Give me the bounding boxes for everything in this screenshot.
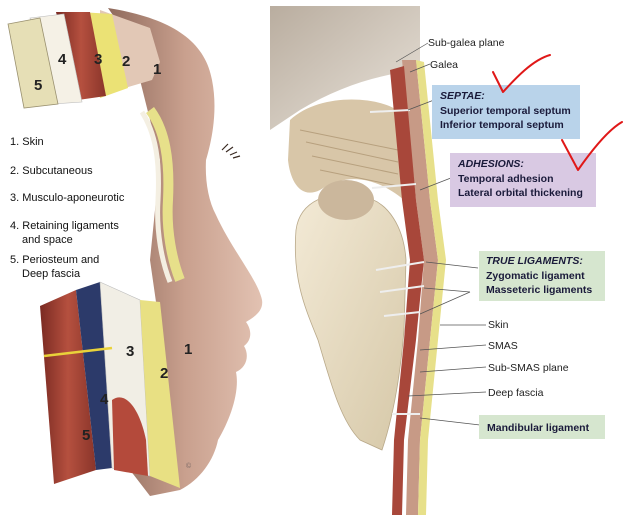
lower-layer-numbers: 1 2 3 4 5 (82, 341, 192, 444)
label-skin: Skin (488, 319, 509, 331)
septae-box-bg (432, 85, 580, 139)
true-ligaments-line-2: Masseteric ligaments (486, 284, 592, 296)
adhesions-line-2: Lateral orbital thickening (458, 187, 583, 199)
upper-layer-numbers: 1 2 3 4 5 (34, 51, 161, 94)
mandibular-box-bg (479, 415, 605, 439)
legend-num: 3. (10, 192, 20, 204)
mandibular-box: Mandibular ligament (479, 415, 605, 439)
upper-num-2: 2 (122, 53, 130, 70)
legend-item-skin: 1. Skin (10, 136, 44, 149)
left-face-illustration: © (7, 8, 263, 496)
legend-text: Periosteum and (22, 254, 100, 266)
lower-num-5: 5 (82, 427, 90, 444)
legend-text: Retaining ligaments (22, 220, 119, 232)
legend-item-musculo-aponeurotic: 3. Musculo-aponeurotic (10, 192, 124, 205)
true-ligaments-heading: TRUE LIGAMENTS: (486, 255, 583, 267)
eye-region (318, 180, 374, 220)
leader-lines (395, 42, 487, 426)
periorbital-layers (145, 107, 185, 282)
mandibular-line-1: Mandibular ligament (487, 422, 590, 434)
label-deep-fascia: Deep fascia (488, 387, 544, 399)
legend-text: and space (22, 234, 73, 246)
upper-num-4: 4 (58, 51, 67, 68)
legend-item-retaining-ligaments-cont: and space (22, 234, 73, 247)
ligament-fibers (369, 109, 425, 415)
adhesions-line-1: Temporal adhesion (458, 173, 554, 185)
septae-line-1: Superior temporal septum (440, 105, 571, 117)
skin-strip (402, 60, 438, 515)
legend-item-periosteum: 5. Periosteum and (10, 254, 99, 267)
smas-strip (390, 66, 424, 515)
adhesions-heading: ADHESIONS: (457, 158, 524, 170)
lower-num-3: 3 (126, 343, 134, 360)
septae-heading: SEPTAE: (440, 90, 485, 102)
legend-item-retaining-ligaments: 4. Retaining ligaments (10, 220, 119, 233)
label-galea: Galea (430, 59, 458, 71)
true-ligaments-box-bg (479, 251, 605, 301)
legend-text: Subcutaneous (22, 165, 93, 177)
lower-num-1: 1 (184, 341, 192, 358)
legend-num: 2. (10, 165, 20, 177)
forehead-layers (7, 10, 160, 109)
legend-num: 4. (10, 220, 20, 232)
upper-num-5: 5 (34, 77, 42, 94)
label-sub-smas-plane: Sub-SMAS plane (488, 362, 569, 374)
artist-mark: © (186, 462, 192, 470)
right-face-illustration (270, 6, 446, 515)
adhesions-box-bg (450, 153, 596, 207)
fat-strip (416, 60, 446, 515)
temporal-fan (288, 99, 404, 200)
upper-num-1: 1 (153, 61, 161, 78)
skull-bone (294, 193, 407, 451)
lower-face-layers (40, 281, 180, 488)
probe-line (43, 346, 113, 358)
hair (270, 6, 420, 130)
legend-num: 5. (10, 254, 20, 266)
septae-box: SEPTAE: Superior temporal septum Inferio… (432, 85, 580, 139)
legend-item-periosteum-cont: Deep fascia (22, 268, 80, 281)
check-mark-icon (561, 121, 623, 171)
legend-item-subcutaneous: 2. Subcutaneous (10, 165, 93, 178)
label-smas: SMAS (488, 340, 518, 352)
true-ligaments-line-1: Zygomatic ligament (486, 270, 585, 282)
legend-text: Musculo-aponeurotic (22, 192, 125, 204)
label-sub-galea-plane: Sub-galea plane (428, 37, 505, 49)
check-mark-icon (492, 54, 551, 93)
lower-num-2: 2 (160, 365, 168, 382)
septae-line-2: Inferior temporal septum (440, 119, 564, 131)
face-skin (108, 8, 263, 496)
legend-text: Deep fascia (22, 268, 81, 280)
true-ligaments-box: TRUE LIGAMENTS: Zygomatic ligament Masse… (479, 251, 605, 301)
eyelash (221, 143, 241, 159)
adhesions-box: ADHESIONS: Temporal adhesion Lateral orb… (450, 153, 596, 207)
right-labels: Sub-galea plane Galea Skin SMAS Sub-SMAS… (428, 37, 569, 399)
legend-text: Skin (22, 136, 44, 148)
legend-num: 1. (10, 136, 20, 148)
lower-num-4: 4 (100, 391, 109, 408)
upper-num-3: 3 (94, 51, 102, 68)
